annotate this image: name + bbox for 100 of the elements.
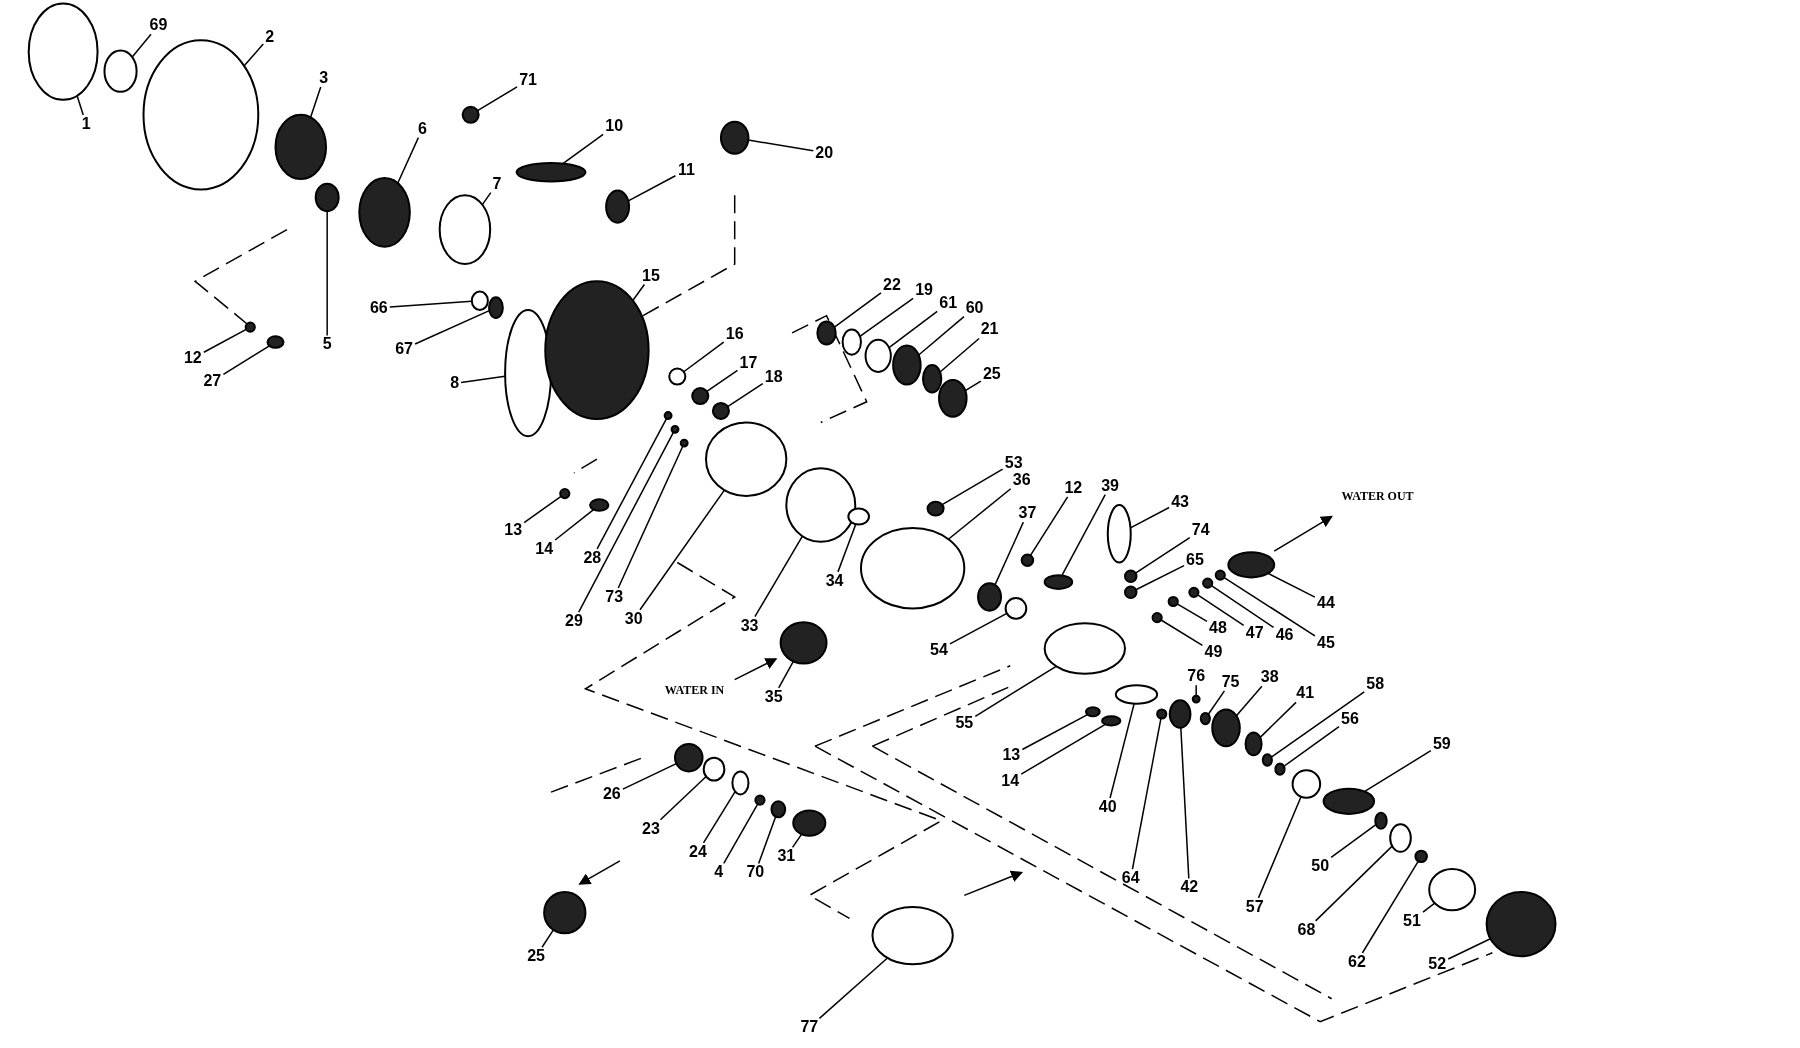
leader-line bbox=[1020, 723, 1107, 775]
callout-number: 68 bbox=[1297, 921, 1316, 938]
pump-part bbox=[691, 387, 710, 406]
callout-number: 12 bbox=[183, 350, 202, 367]
pump-part bbox=[1428, 868, 1477, 912]
pump-part bbox=[663, 411, 673, 420]
leader-line bbox=[1283, 725, 1340, 767]
callout-number: 64 bbox=[1121, 870, 1140, 887]
pump-part bbox=[461, 105, 480, 124]
pump-part bbox=[1374, 811, 1388, 830]
pump-part bbox=[670, 424, 680, 434]
callout-number: 50 bbox=[1311, 857, 1330, 874]
leader-line bbox=[632, 283, 646, 302]
callout-number: 74 bbox=[1191, 522, 1210, 539]
leader-line bbox=[1131, 717, 1162, 870]
pump-part bbox=[1202, 577, 1214, 589]
leader-line bbox=[1422, 902, 1436, 913]
callout-number: 13 bbox=[1002, 747, 1021, 764]
leader-line bbox=[203, 328, 247, 353]
pump-part bbox=[792, 809, 827, 837]
pump-part bbox=[847, 507, 870, 526]
callout-number: 36 bbox=[1012, 471, 1031, 488]
pump-part bbox=[871, 905, 954, 966]
leader-line bbox=[397, 136, 420, 184]
callout-number: 33 bbox=[740, 617, 759, 634]
pump-part bbox=[504, 308, 552, 438]
leader-line bbox=[1447, 938, 1492, 960]
pump-part bbox=[1084, 706, 1101, 718]
leader-line bbox=[683, 341, 725, 373]
callout-number: 1 bbox=[81, 115, 91, 132]
leader-line bbox=[1259, 701, 1297, 739]
leader-line bbox=[757, 815, 777, 865]
callout-number: 37 bbox=[1018, 505, 1037, 522]
leader-line bbox=[659, 775, 707, 821]
pump-part bbox=[1227, 551, 1276, 579]
leader-line bbox=[627, 175, 677, 202]
callout-number: 34 bbox=[825, 572, 844, 589]
pump-part bbox=[1004, 597, 1028, 620]
leader-line bbox=[622, 762, 678, 790]
callout-number: 11 bbox=[678, 161, 695, 178]
pump-part bbox=[679, 438, 689, 448]
pump-part bbox=[1188, 586, 1200, 598]
pump-part bbox=[1043, 574, 1074, 590]
callout-number: 40 bbox=[1098, 799, 1117, 815]
pump-part bbox=[754, 794, 766, 806]
pump-part bbox=[938, 378, 968, 418]
pump-part bbox=[770, 800, 787, 819]
leader-line bbox=[939, 337, 980, 373]
pump-part bbox=[1261, 753, 1273, 767]
callout-number: 12 bbox=[1064, 479, 1083, 496]
leader-line bbox=[949, 612, 1008, 645]
leader-line bbox=[747, 139, 814, 152]
callout-number: 23 bbox=[642, 820, 660, 837]
flow-label: WATER OUT bbox=[1341, 487, 1414, 505]
pump-part bbox=[1106, 504, 1132, 564]
callout-number: 43 bbox=[1171, 493, 1189, 510]
pump-part bbox=[779, 621, 828, 665]
leader-line bbox=[1061, 493, 1106, 577]
leader-line bbox=[1235, 685, 1263, 717]
pump-part bbox=[816, 320, 837, 346]
leader-line bbox=[1135, 564, 1185, 591]
leader-line bbox=[723, 803, 759, 865]
pump-part bbox=[314, 182, 340, 213]
callout-number: 25 bbox=[982, 366, 1001, 383]
pump-part bbox=[1244, 731, 1263, 757]
callout-number: 70 bbox=[746, 864, 765, 881]
leader-line bbox=[777, 660, 795, 689]
pump-part bbox=[926, 500, 945, 517]
leader-line bbox=[1029, 496, 1069, 557]
pump-part bbox=[1168, 699, 1192, 729]
pump-part bbox=[668, 367, 687, 386]
pump-part bbox=[142, 39, 260, 191]
pump-part bbox=[731, 770, 750, 796]
pump-part bbox=[559, 488, 571, 500]
callout-number: 62 bbox=[1348, 954, 1366, 970]
callout-number: 31 bbox=[777, 848, 796, 865]
callout-number: 14 bbox=[535, 540, 553, 557]
leader-line bbox=[1210, 584, 1275, 629]
leader-line bbox=[596, 417, 668, 550]
callout-number: 51 bbox=[1403, 912, 1421, 929]
pump-part bbox=[605, 189, 631, 224]
leader-line bbox=[76, 94, 84, 116]
leader-line bbox=[523, 495, 562, 524]
pump-part bbox=[1167, 595, 1179, 608]
callout-number: 44 bbox=[1317, 594, 1335, 611]
pump-part bbox=[1101, 715, 1122, 727]
leader-line bbox=[1129, 506, 1170, 529]
callout-number: 14 bbox=[1001, 772, 1020, 789]
pump-part bbox=[1485, 890, 1557, 958]
pump-part bbox=[702, 756, 726, 782]
pump-part bbox=[1043, 622, 1126, 675]
pump-part bbox=[543, 890, 587, 935]
callout-number: 52 bbox=[1428, 956, 1447, 973]
pump-part bbox=[358, 176, 411, 248]
leader-line bbox=[1267, 572, 1316, 598]
callout-number: 71 bbox=[519, 72, 537, 89]
leader-line bbox=[1223, 576, 1316, 637]
pump-part bbox=[674, 742, 704, 773]
pump-part bbox=[1156, 708, 1168, 720]
callout-number: 10 bbox=[605, 118, 624, 135]
